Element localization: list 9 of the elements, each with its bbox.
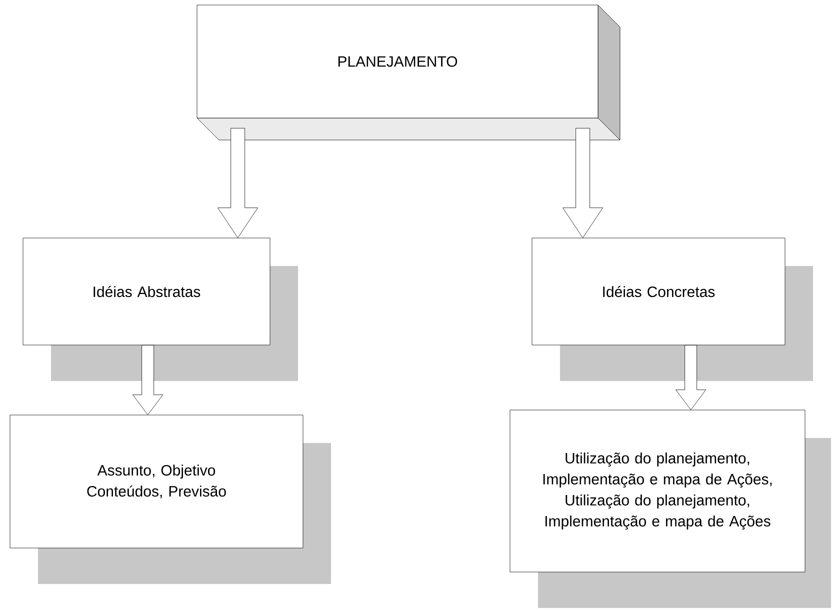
process-box: Utilização do planejamento, Implementação e mapa de Ações, Utilização do planejamento, Implementação e mapa de Ações [510, 410, 831, 608]
block-arrow [562, 128, 603, 238]
block-arrow [676, 345, 706, 410]
block-arrow [132, 345, 163, 415]
process-box: Idéias Abstratas [22, 238, 298, 381]
block-arrow [218, 128, 258, 238]
process-box: Assunto, Objetivo Conteúdos, Previsão [10, 414, 331, 584]
block-box: PLANEJAMENTO [196, 4, 620, 140]
process-box: Idéias Concretas [532, 238, 813, 381]
